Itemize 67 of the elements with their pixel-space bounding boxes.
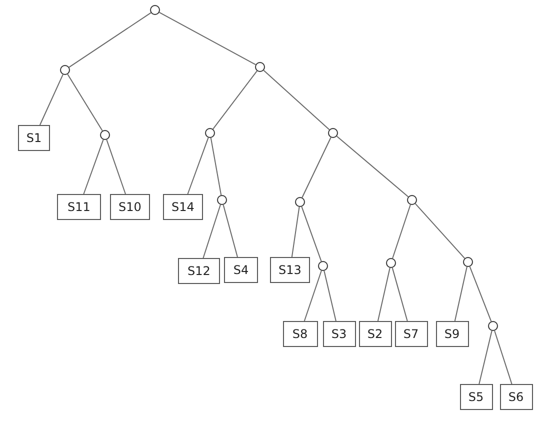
tree-branch-line (392, 204, 411, 259)
leaf-box (270, 257, 310, 283)
leaf-label: S12 (188, 264, 210, 278)
leaf-label: S1 (26, 131, 42, 145)
tree-branch-line (469, 266, 492, 322)
leaf-label: S9 (444, 327, 460, 341)
leaf-box (163, 194, 203, 220)
tree-branch-line (304, 270, 322, 322)
tree-branch-line (478, 330, 492, 384)
leaf-label: S7 (403, 327, 419, 341)
tree-branch-line (158, 12, 256, 66)
tree-branch-line (324, 270, 336, 322)
tree-branch-line (454, 266, 468, 322)
tree-node-circle (150, 5, 160, 15)
leaf-label: S14 (172, 200, 194, 214)
tree-branch-line (202, 204, 221, 258)
leaf-box (460, 384, 492, 410)
tree-node-circle (328, 128, 338, 138)
tree-branch-line (210, 137, 222, 196)
leaf-label: S11 (68, 200, 90, 214)
tree-branch-line (301, 206, 322, 262)
tree-node-circle (255, 62, 265, 72)
leaf-label: S13 (278, 263, 302, 277)
leaf-box (322, 321, 356, 347)
tree-node-circle (60, 65, 70, 75)
leaf-label: S5 (468, 390, 484, 404)
tree-node-circle (386, 258, 396, 268)
tree-branch-line (67, 74, 103, 132)
leaf-label: S2 (367, 327, 383, 341)
tree-branch-line (414, 203, 466, 259)
tree-branch-line (263, 70, 330, 130)
tree-branch-line (392, 267, 408, 322)
tree-branch-line (222, 204, 238, 258)
leaf-box (358, 321, 392, 347)
leaf-label: S10 (118, 200, 142, 214)
leaf-box (178, 258, 220, 284)
tree-node-circle (205, 128, 215, 138)
leaf-box (394, 321, 428, 347)
tree-branch-line (212, 70, 258, 130)
leaf-box (282, 321, 318, 347)
tree-branch-line (291, 206, 300, 258)
tree-node-circle (463, 257, 473, 267)
tree-branch-line (39, 74, 64, 126)
leaf-box (224, 257, 258, 283)
tree-branch-line (494, 330, 512, 384)
tree-branch-line (377, 267, 390, 322)
leaf-box (110, 194, 150, 220)
leaf-box (57, 194, 101, 220)
tree-node-circle (318, 261, 328, 271)
leaf-box (436, 321, 468, 347)
tree-node-circle (217, 195, 227, 205)
leaf-box (18, 125, 50, 151)
leaf-label: S8 (292, 327, 308, 341)
tree-node-circle (100, 130, 110, 140)
leaf-label: S6 (508, 390, 524, 404)
tree-branch-line (68, 12, 152, 68)
tree-branch-line (187, 137, 209, 194)
tree-branch-line (83, 139, 104, 194)
tree-branch-line (106, 139, 126, 194)
tree-node-circle (488, 321, 498, 331)
leaf-label: S4 (233, 263, 249, 277)
tree-branch-line (336, 136, 409, 198)
tree-branch-line (302, 137, 332, 198)
leaf-box (500, 384, 532, 410)
tree-node-circle (407, 195, 417, 205)
leaf-label: S3 (331, 327, 347, 341)
tree-node-circle (295, 197, 305, 207)
